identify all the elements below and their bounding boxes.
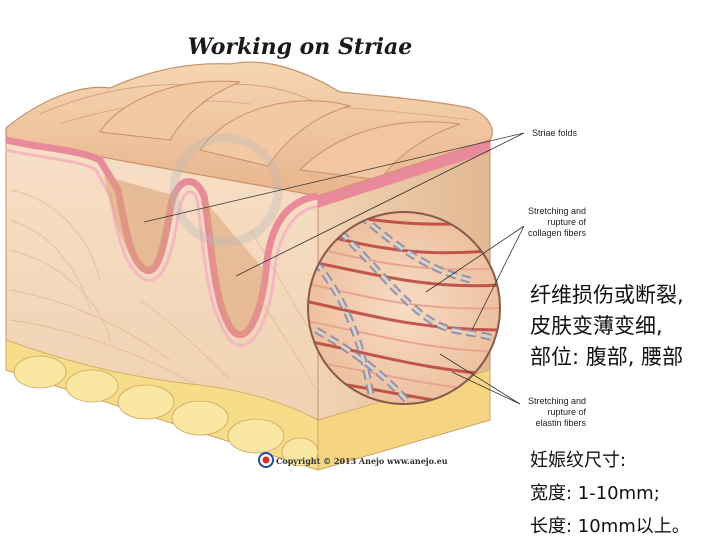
label-collagen-line: collagen fibers [527,228,586,238]
label-elastin-line: Stretching and [527,396,586,406]
leader-lines [143,132,525,405]
label-collagen-fibers: Stretching and rupture of collagen fiber… [516,206,586,239]
notes-fiber-damage: 纤维损伤或断裂, 皮肤变薄变细, 部位: 腹部, 腰部 [530,280,684,373]
skin-top-surface [5,61,493,197]
notes-striae-size: 妊娠纹尺寸: 宽度: 1-10mm; 长度: 10mm以上。 [530,444,690,543]
note-line: 部位: 腹部, 腰部 [530,345,684,369]
label-collagen-line: Stretching and [527,206,586,216]
copyright-text: Copyright © 2013 Anejo www.anejo.eu [276,456,448,466]
label-elastin-line: rupture of [547,407,586,417]
magnified-fiber-view [307,211,501,405]
diagram-title: Working on Striae [187,34,413,60]
watermark-ring [169,133,283,247]
note-line: 长度: 10mm以上。 [530,516,690,537]
label-collagen-line: rupture of [547,217,586,227]
label-striae-folds: Striae folds [532,128,578,138]
anejo-logo [258,452,274,468]
label-elastin-line: elastin fibers [535,418,586,428]
note-line: 宽度: 1-10mm; [530,483,660,504]
note-line: 妊娠纹尺寸: [530,450,627,471]
note-line: 皮肤变薄变细, [530,314,663,338]
skin-front-face [5,136,319,471]
label-elastin-fibers: Stretching and rupture of elastin fibers [516,396,586,429]
note-line: 纤维损伤或断裂, [530,283,684,307]
